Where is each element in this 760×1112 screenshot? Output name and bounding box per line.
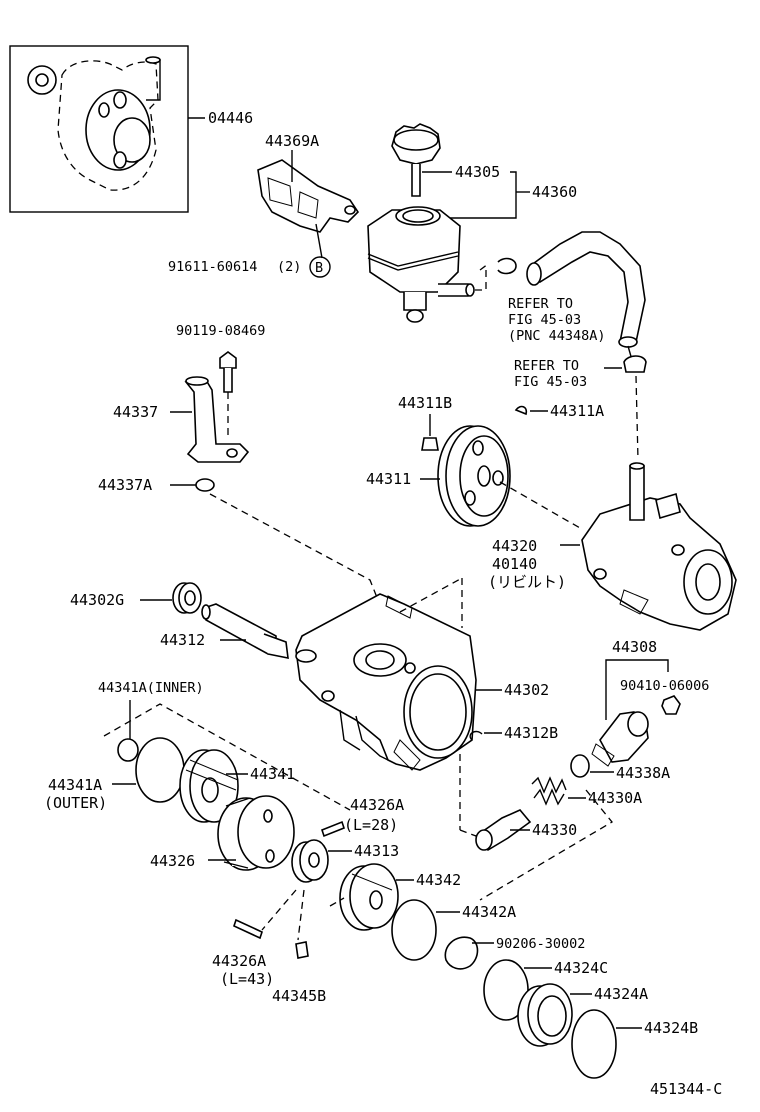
- callout-refer1-line2: FIG 45-03: [508, 312, 581, 328]
- union-pipe: [184, 376, 250, 463]
- callout-refer2-line2: FIG 45-03: [514, 374, 587, 390]
- callout-reservoir: 44360: [532, 183, 577, 201]
- callout-cover-oring: 44324C: [554, 959, 608, 977]
- diagram-code: 451344-C: [650, 1080, 722, 1098]
- pulley: [437, 425, 511, 527]
- rotor: [291, 839, 329, 883]
- pump-assembly: [581, 462, 737, 631]
- callout-pin-long-len: (L=43): [220, 970, 274, 988]
- callout-refer2-line1: REFER TO: [514, 358, 579, 374]
- snap-ring-small: [469, 730, 483, 741]
- callout-cap: 44305: [455, 163, 500, 181]
- callout-pin-small: 44326A: [350, 796, 404, 814]
- callout-rotor: 44313: [354, 842, 399, 860]
- retaining-ring: [571, 1009, 617, 1079]
- pump-housing: [295, 593, 477, 771]
- bearing: [172, 582, 202, 614]
- callout-pulley: 44311: [366, 470, 411, 488]
- plug-bolt: [661, 695, 681, 715]
- callout-ring-inner: 44341A(INNER): [98, 680, 204, 696]
- callout-retaining-ring: 44324B: [644, 1019, 698, 1037]
- callout-mark-b: B: [315, 260, 323, 276]
- callout-pin-small-len: (L=28): [344, 816, 398, 834]
- callout-nut: 44311B: [398, 394, 452, 412]
- callout-spring: 44330A: [588, 789, 642, 807]
- callout-gasket-kit: 04446: [208, 109, 253, 127]
- valve-plug: [591, 711, 649, 767]
- valve-oring: [570, 754, 590, 778]
- callout-key: 44311A: [550, 402, 604, 420]
- drive-shaft: [201, 603, 289, 660]
- callout-bolt-b: 91611-60614: [168, 259, 257, 275]
- callout-valve: 44330: [532, 821, 577, 839]
- callout-refer1-line1: REFER TO: [508, 296, 573, 312]
- callout-bracket: 44369A: [265, 132, 319, 150]
- bracket: [257, 150, 360, 259]
- callout-ring-outer: 44341A: [48, 776, 102, 794]
- callout-refer1-line3: (PNC 44348A): [508, 328, 606, 344]
- gasket-kit-box: [9, 45, 205, 213]
- hose-clamp: [472, 257, 517, 291]
- rear-oring: [391, 899, 437, 961]
- callout-valve-group: 44308: [612, 638, 657, 656]
- callout-bolt-b-qty: (2): [277, 259, 301, 275]
- callout-cam-ring: 44326: [150, 852, 195, 870]
- callout-rear-oring: 44342A: [462, 903, 516, 921]
- cam-ring: [217, 795, 295, 871]
- callout-side-plate: 44341: [250, 765, 295, 783]
- pulley-nut: [421, 437, 439, 451]
- reservoir-tank: [367, 206, 475, 323]
- callout-ring-outer-note: (OUTER): [44, 794, 107, 812]
- callout-snap-ring: 90206-30002: [496, 936, 585, 952]
- callout-rear-plate: 44342: [416, 871, 461, 889]
- vane: [295, 941, 309, 959]
- reservoir-cap: [391, 123, 441, 197]
- end-cover: [517, 983, 573, 1047]
- pin-long: [233, 918, 263, 940]
- callout-snap: 44312B: [504, 724, 558, 742]
- callout-shaft: 44312: [160, 631, 205, 649]
- hose-clamp-2: [623, 355, 647, 373]
- callout-end-cover: 44324A: [594, 985, 648, 1003]
- callout-vane: 44345B: [272, 987, 326, 1005]
- pulley-key: [514, 405, 528, 416]
- callout-valve-oring: 44338A: [616, 764, 670, 782]
- callout-union: 44337: [113, 403, 158, 421]
- union-oring: [195, 478, 215, 492]
- callout-bearing: 44302G: [70, 591, 124, 609]
- snap-ring: [444, 936, 479, 970]
- callout-pump-assy-alt: 40140: [492, 555, 537, 573]
- pin-short: [321, 820, 345, 838]
- rear-plate: [339, 863, 399, 931]
- callout-bolt-top: 90119-08469: [176, 323, 265, 339]
- callout-pump-assy: 44320: [492, 537, 537, 555]
- callout-housing: 44302: [504, 681, 549, 699]
- callout-plug-bolt: 90410-06006: [620, 678, 709, 694]
- union-bolt: [219, 351, 237, 440]
- side-plate: [179, 749, 239, 823]
- flow-valve: [474, 809, 532, 852]
- return-hose: [526, 231, 646, 348]
- callout-pin-long: 44326A: [212, 952, 266, 970]
- callout-pump-assy-note: (リビルト): [488, 573, 566, 591]
- mark-b-circle: [309, 256, 331, 278]
- ring-outer: [135, 737, 185, 803]
- valve-spring: [531, 776, 567, 806]
- ring-inner: [117, 738, 139, 762]
- callout-union-oring: 44337A: [98, 476, 152, 494]
